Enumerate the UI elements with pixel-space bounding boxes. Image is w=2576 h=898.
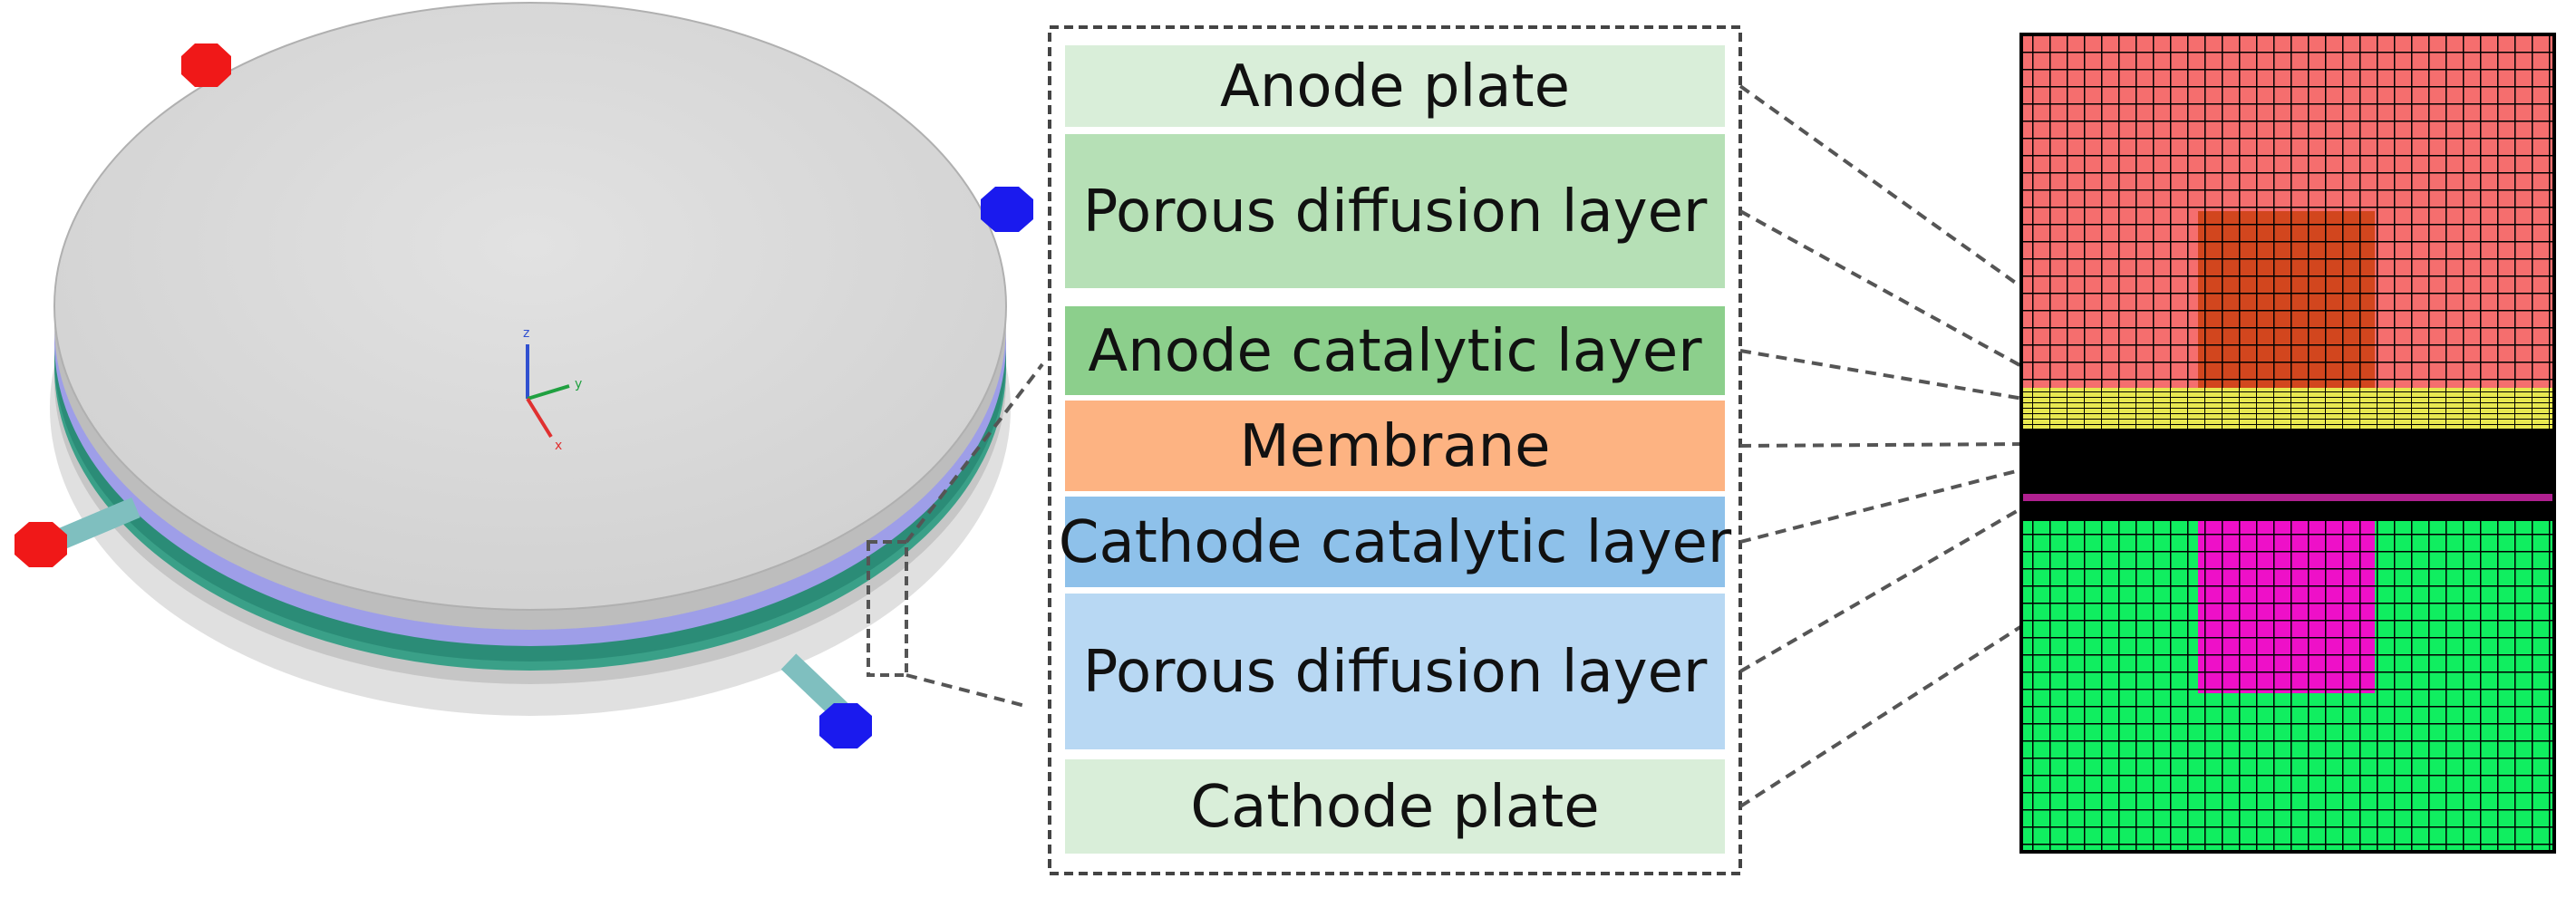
- mesh-grid-bottom: [2021, 521, 2554, 852]
- inlet-red-top-icon: [181, 43, 231, 87]
- layer-cathode-porous-diffusion-layer-box: [1065, 594, 1725, 749]
- axis-y-label: y: [575, 377, 582, 391]
- axis-z-label: z: [523, 326, 529, 341]
- layer-cathode-plate-box: [1065, 759, 1725, 854]
- mesh-cross-section: [2019, 33, 2556, 854]
- mesh-grid-top: [2021, 34, 2554, 388]
- mesh-pink-strip: [2021, 494, 2554, 501]
- layer-anode-catalytic-layer-box: [1065, 306, 1725, 395]
- inlet-red-left-icon: [15, 522, 67, 567]
- leader-anode-porous-diffusion-layer: [1739, 209, 2024, 369]
- layer-membrane-label: Membrane: [1239, 413, 1550, 480]
- inlet-blue-right-icon: [981, 187, 1033, 232]
- layer-anode-porous-diffusion-layer: Porous diffusion layer: [1065, 134, 1725, 288]
- layer-cathode-catalytic-layer-label: Cathode catalytic layer: [1059, 509, 1732, 576]
- mesh-membrane-catalyst: [2021, 429, 2554, 521]
- port-pipe-left: [50, 497, 140, 553]
- layer-anode-plate-box: [1065, 45, 1725, 127]
- disk-top: [53, 2, 1007, 611]
- layer-anode-plate-label: Anode plate: [1220, 53, 1570, 121]
- layer-anode-catalytic-layer-label: Anode catalytic layer: [1088, 318, 1702, 385]
- leader-cathode-porous-diffusion-layer: [1738, 506, 2025, 673]
- inlet-blue-bottom-icon: [819, 703, 872, 748]
- layer-cathode-catalytic-layer: Cathode catalytic layer: [1059, 497, 1732, 587]
- layer-anode-catalytic-layer: Anode catalytic layer: [1065, 306, 1725, 395]
- axis-x-label: x: [555, 439, 562, 453]
- layer-cathode-plate-label: Cathode plate: [1190, 774, 1599, 841]
- zoom-detail-box: [867, 540, 908, 677]
- leader-membrane: [1739, 442, 2024, 448]
- zoom-leader-bottom: [905, 673, 1030, 709]
- leader-cathode-catalytic-layer: [1739, 468, 2024, 544]
- layer-leader-lines: [1738, 84, 2025, 808]
- mesh-grid-fine: [2021, 388, 2554, 429]
- layer-anode-porous-diffusion-layer-box: [1065, 134, 1725, 288]
- leader-anode-catalytic-layer: [1739, 349, 2024, 401]
- mesh-outline: [2019, 33, 2556, 854]
- layer-cathode-catalytic-layer-box: [1065, 497, 1725, 587]
- leader-cathode-plate: [1738, 623, 2025, 808]
- layer-cathode-porous-diffusion-layer: Porous diffusion layer: [1065, 594, 1725, 749]
- layer-membrane: Membrane: [1065, 401, 1725, 491]
- zoom-leader-top: [905, 362, 1044, 544]
- layer-membrane-box: [1065, 401, 1725, 491]
- axes-triad-icon: z y x: [523, 326, 582, 453]
- layer-anode-plate: Anode plate: [1065, 45, 1725, 127]
- cell-3d-model: z y x: [15, 2, 1033, 748]
- layer-cathode-porous-diffusion-layer-label: Porous diffusion layer: [1083, 639, 1708, 706]
- layer-anode-porous-diffusion-layer-label: Porous diffusion layer: [1083, 179, 1708, 246]
- leader-anode-plate: [1738, 84, 2025, 290]
- layer-cathode-plate: Cathode plate: [1065, 759, 1725, 854]
